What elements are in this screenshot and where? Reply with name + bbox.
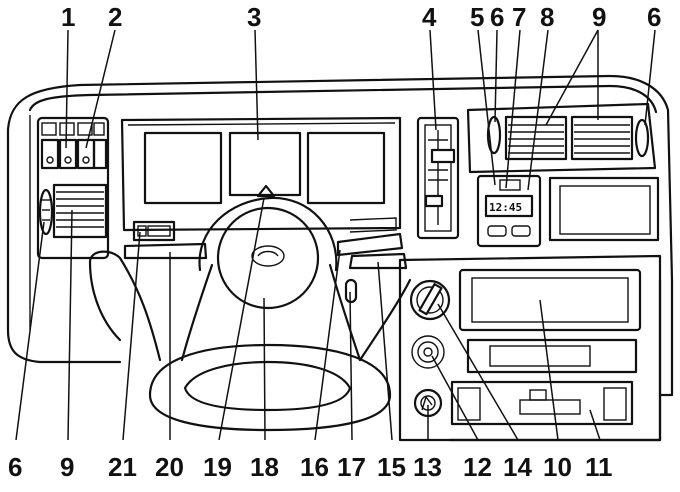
label-bottom-21: 21 (108, 452, 137, 482)
right-stalk-area (336, 217, 408, 304)
label-top-4: 4 (422, 2, 437, 32)
label-bottom-20: 20 (155, 452, 184, 482)
label-bottom-16: 16 (300, 452, 329, 482)
heater-slider-panel (416, 116, 460, 240)
label-top-2: 2 (108, 2, 122, 32)
label-bottom-14: 14 (503, 452, 532, 482)
label-top-6a: 6 (490, 2, 504, 32)
label-bottom-15: 15 (377, 452, 406, 482)
label-bottom-19: 19 (203, 452, 232, 482)
label-bottom-10: 10 (543, 452, 572, 482)
label-top-1: 1 (61, 2, 75, 32)
label-top-8: 8 (540, 2, 554, 32)
label-bottom-11: 11 (585, 452, 613, 482)
leader-lines (15, 29, 656, 441)
label-bottom-17: 17 (337, 452, 366, 482)
label-bottom-6: 6 (8, 452, 22, 482)
left-stalk-area (123, 220, 208, 260)
label-top-6b: 6 (647, 2, 661, 32)
callout-labels: 1 2 3 4 5 6 7 8 9 6 6 9 21 20 19 18 16 1… (8, 2, 661, 482)
steering-wheel (88, 184, 412, 432)
label-top-3: 3 (247, 2, 261, 32)
left-switch-panel (36, 116, 110, 260)
label-bottom-18: 18 (250, 452, 279, 482)
lower-console (398, 254, 662, 442)
label-top-7: 7 (512, 2, 526, 32)
label-bottom-13: 13 (413, 452, 442, 482)
label-bottom-9: 9 (60, 452, 74, 482)
label-bottom-12: 12 (463, 452, 492, 482)
right-vent-clock-panel: 12:45 (466, 102, 660, 248)
clock-display-text: 12:45 (489, 201, 522, 214)
label-top-5: 5 (470, 2, 484, 32)
instrument-cluster (120, 116, 402, 232)
label-top-9: 9 (592, 2, 606, 32)
